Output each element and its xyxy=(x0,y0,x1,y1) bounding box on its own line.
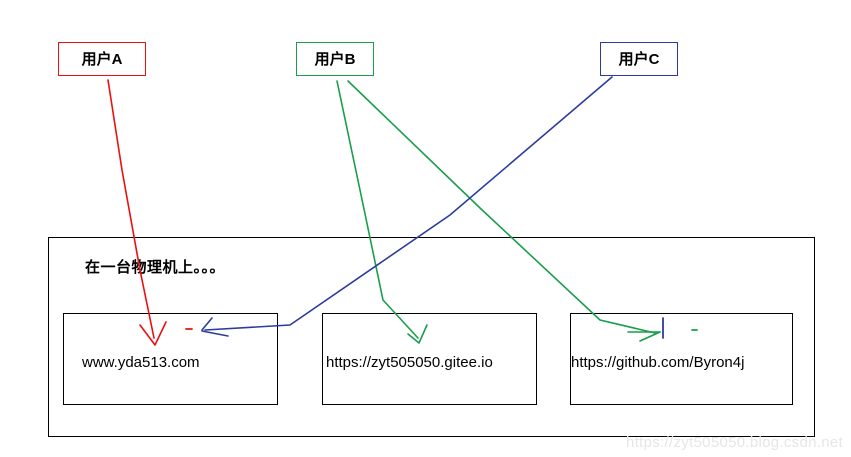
user-label-a: 用户A xyxy=(81,50,123,68)
user-box-c: 用户C xyxy=(600,42,678,76)
site-label-gitee: https://zyt505050.gitee.io xyxy=(326,354,493,371)
site-box-yda513 xyxy=(63,313,278,405)
user-label-b: 用户B xyxy=(314,50,356,68)
site-label-yda513: www.yda513.com xyxy=(82,354,200,371)
watermark-text: https://zyt505050.blog.csdn.net xyxy=(626,434,843,451)
site-label-github: https://github.com/Byron4j xyxy=(571,354,745,371)
physical-machine-caption: 在一台物理机上。。。 xyxy=(85,259,226,276)
user-box-b: 用户B xyxy=(296,42,374,76)
user-label-c: 用户C xyxy=(618,50,660,68)
site-box-github xyxy=(570,313,793,405)
user-box-a: 用户A xyxy=(58,42,146,76)
